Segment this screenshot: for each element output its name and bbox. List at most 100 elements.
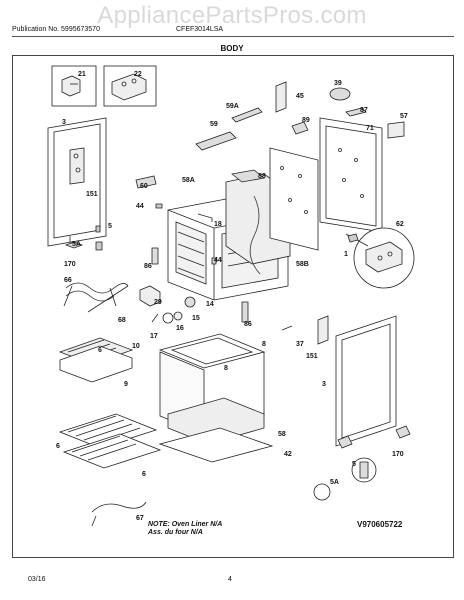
label-57: 57 bbox=[400, 113, 408, 120]
part-right-leg-bracket[interactable] bbox=[337, 435, 353, 449]
part-5-screw-left[interactable] bbox=[95, 225, 101, 233]
part-67-bake-element[interactable] bbox=[91, 501, 147, 527]
part-21-bracket-inset[interactable] bbox=[51, 65, 97, 107]
part-37-wire-clip[interactable] bbox=[281, 325, 293, 331]
label-3-right: 3 bbox=[322, 381, 326, 388]
part-6-oven-rack-b[interactable] bbox=[62, 433, 162, 469]
part-60-sensor[interactable] bbox=[135, 175, 157, 189]
diagram-frame bbox=[12, 55, 454, 558]
part-89-bracket[interactable] bbox=[291, 121, 309, 135]
label-9: 9 bbox=[124, 381, 128, 388]
label-71: 71 bbox=[366, 125, 374, 132]
part-6-oven-rack-a[interactable] bbox=[58, 413, 158, 449]
part-5A-leveler-right[interactable] bbox=[313, 483, 331, 501]
part-18-sensor-probe[interactable] bbox=[197, 213, 213, 222]
part-57-cover[interactable] bbox=[387, 121, 405, 139]
part-45-bracket[interactable] bbox=[275, 81, 287, 113]
label-6-b: 6 bbox=[56, 443, 60, 450]
part-29-switch[interactable] bbox=[139, 285, 161, 307]
note-line-2: Ass. du four N/A bbox=[148, 529, 203, 536]
publication-number: Publication No. 5995673570 bbox=[12, 26, 100, 33]
model-number: CFEF3014LSA bbox=[176, 26, 224, 33]
part-1-power-cord-bracket[interactable] bbox=[347, 233, 359, 243]
part-71-rear-panel[interactable] bbox=[319, 117, 383, 233]
label-151-right: 151 bbox=[306, 353, 318, 360]
part-labels: 21 22 45 39 59A 59 87 89 71 57 3 151 44 … bbox=[56, 71, 408, 522]
label-5A-right: 5A bbox=[330, 479, 339, 486]
part-59-vent-duct[interactable] bbox=[195, 131, 237, 151]
label-16: 16 bbox=[176, 325, 184, 332]
label-86-left: 86 bbox=[144, 263, 152, 270]
part-14-lamp-socket[interactable] bbox=[184, 296, 196, 308]
oven-liner-note: NOTE: Oven Liner N/A Ass. du four N/A bbox=[148, 521, 222, 537]
part-16-lamp-bulb[interactable] bbox=[162, 312, 174, 324]
label-58: 58 bbox=[278, 431, 286, 438]
part-170-leveling-leg-right[interactable] bbox=[395, 425, 411, 439]
label-29: 29 bbox=[154, 299, 162, 306]
watermark-text: AppliancePartsPros.com bbox=[97, 2, 367, 29]
label-89: 89 bbox=[302, 117, 310, 124]
part-17-wire[interactable] bbox=[151, 313, 159, 323]
label-66: 66 bbox=[64, 277, 72, 284]
part-86-bracket-left[interactable] bbox=[151, 247, 159, 265]
section-title: BODY bbox=[220, 44, 244, 53]
part-66-broil-element[interactable] bbox=[63, 282, 129, 307]
part-151-bracket-right[interactable] bbox=[317, 315, 329, 345]
label-37: 37 bbox=[296, 341, 304, 348]
part-5-screw-right[interactable] bbox=[351, 457, 377, 483]
part-3-side-panel-left[interactable] bbox=[47, 117, 107, 247]
part-68-wire-harness[interactable] bbox=[87, 285, 129, 313]
part-44-screw-a[interactable] bbox=[155, 203, 163, 209]
note-line-1: NOTE: Oven Liner N/A bbox=[148, 521, 223, 528]
part-22-terminal-block-inset[interactable] bbox=[103, 65, 157, 107]
label-8-b: 8 bbox=[224, 365, 228, 372]
label-170-right: 170 bbox=[392, 451, 404, 458]
label-87: 87 bbox=[360, 107, 368, 114]
part-86-bracket-right[interactable] bbox=[241, 301, 249, 323]
label-59: 59 bbox=[210, 121, 218, 128]
part-5A-leveler-left[interactable] bbox=[64, 236, 84, 249]
part-87-clip[interactable] bbox=[345, 107, 367, 117]
part-42-drawer-bottom[interactable] bbox=[158, 427, 274, 463]
part-88-insulation-clip[interactable] bbox=[231, 169, 265, 183]
diagram-code: V970605722 bbox=[357, 520, 403, 529]
label-58A: 58A bbox=[182, 177, 195, 184]
footer-date: 03/16 bbox=[28, 576, 46, 583]
label-6-c: 6 bbox=[142, 471, 146, 478]
label-5-left: 5 bbox=[108, 223, 112, 230]
label-22: 22 bbox=[134, 71, 142, 78]
label-86-right: 86 bbox=[244, 321, 252, 328]
label-15: 15 bbox=[192, 315, 200, 322]
label-3-left: 3 bbox=[62, 119, 66, 126]
label-62: 62 bbox=[396, 221, 404, 228]
part-58-insulation-block[interactable] bbox=[167, 397, 265, 445]
part-9-broil-pan[interactable] bbox=[59, 345, 133, 383]
label-45: 45 bbox=[296, 93, 304, 100]
part-170-leveling-leg-left[interactable] bbox=[95, 241, 103, 251]
label-60: 60 bbox=[140, 183, 148, 190]
label-58B: 58B bbox=[296, 261, 309, 268]
label-18: 18 bbox=[214, 221, 222, 228]
part-44-screw-b[interactable] bbox=[211, 257, 217, 265]
part-60-rear-frame[interactable] bbox=[269, 147, 319, 251]
part-59A-vent[interactable] bbox=[231, 107, 263, 123]
label-8-a: 8 bbox=[262, 341, 266, 348]
part-15-lamp-lens[interactable] bbox=[173, 311, 183, 321]
label-14: 14 bbox=[206, 301, 214, 308]
header-rule bbox=[12, 36, 454, 37]
label-1: 1 bbox=[344, 251, 348, 258]
label-170-left: 170 bbox=[64, 261, 76, 268]
page-number: 4 bbox=[228, 576, 232, 583]
label-10: 10 bbox=[132, 343, 140, 350]
label-44-a: 44 bbox=[136, 203, 144, 210]
label-151-left: 151 bbox=[86, 191, 98, 198]
label-21: 21 bbox=[78, 71, 86, 78]
part-39-cord-clamp[interactable] bbox=[329, 87, 351, 101]
part-3-side-panel-right[interactable] bbox=[335, 315, 397, 447]
label-42: 42 bbox=[284, 451, 292, 458]
label-59A: 59A bbox=[226, 103, 239, 110]
label-6-a: 6 bbox=[98, 347, 102, 354]
label-68: 68 bbox=[118, 317, 126, 324]
label-39: 39 bbox=[334, 80, 342, 87]
